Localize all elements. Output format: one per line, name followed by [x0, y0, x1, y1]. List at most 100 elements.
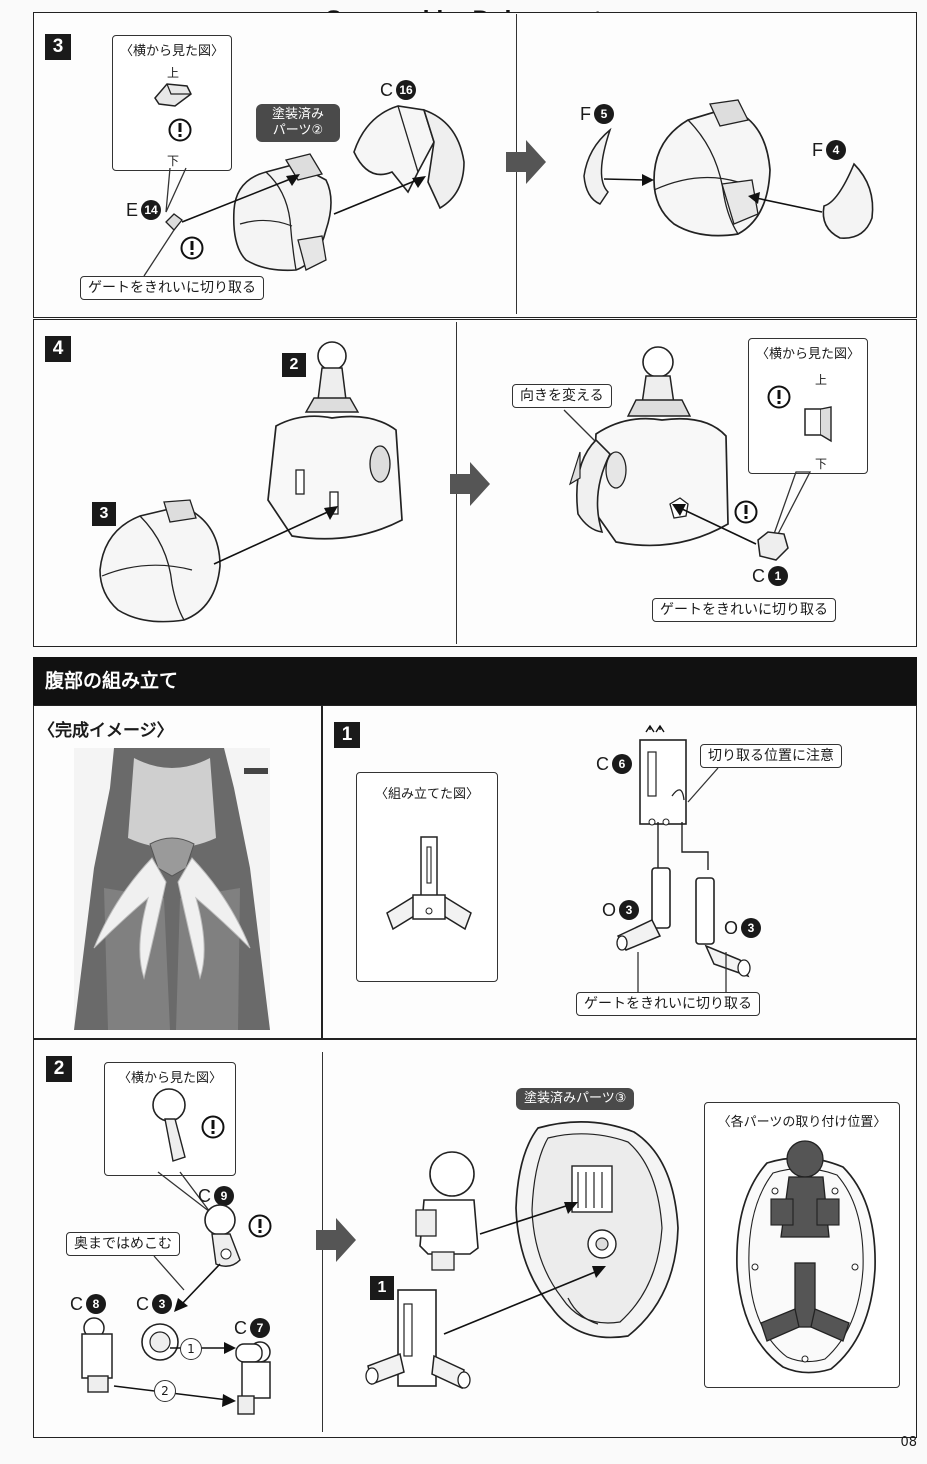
step3-side-part-icon: [154, 83, 192, 107]
abd1-part-c6: [639, 724, 687, 826]
step4-side-view-title: 〈横から見た図〉: [755, 347, 860, 362]
part-c7-letter: C: [234, 1318, 247, 1338]
abd2-insert-note: 奥まではめこむ: [66, 1232, 180, 1256]
abd2-part-c7: [235, 1341, 271, 1415]
step4-torso-part: [267, 341, 403, 540]
part-c1-num: 1: [768, 566, 788, 586]
abd2-order-1: 1: [180, 1338, 202, 1360]
part-c6-num: 6: [612, 754, 632, 774]
abd2-side-view-title: 〈横から見た図〉: [117, 1071, 222, 1086]
part-c7-num: 7: [250, 1318, 270, 1338]
caution-icon: [180, 236, 204, 260]
abd1-assembled-part: [386, 836, 472, 931]
abd2-upper-part: [415, 1151, 479, 1271]
abd1-cut-leader: [687, 767, 719, 803]
abd2-positions-box: 〈各パーツの取り付け位置〉: [704, 1102, 900, 1388]
caution-icon: [201, 1115, 225, 1139]
abd1-part-o3b: [695, 877, 751, 978]
step4-number: 4: [45, 336, 71, 362]
part-c8-letter: C: [70, 1294, 83, 1314]
part-o3b-letter: O: [724, 918, 739, 938]
step3-part-f4: [822, 162, 874, 239]
step3-arrow-c16: [333, 176, 426, 215]
part-c9-letter: C: [198, 1186, 211, 1206]
step4-up-label: 上: [815, 373, 828, 387]
abd1-number: 1: [334, 722, 360, 748]
abd2-sub-1: 1: [370, 1276, 394, 1300]
step3-callout-line: [165, 167, 187, 213]
abd2-part-c3: [141, 1323, 179, 1361]
abd2-lower-part: [365, 1289, 471, 1390]
abd1-cut-note: 切り取る位置に注意: [700, 744, 842, 768]
part-f5-num: 5: [594, 104, 614, 124]
part-c6-letter: C: [596, 754, 609, 774]
abd2-order-arrows: [113, 1342, 236, 1407]
part-o3a-letter: O: [602, 900, 617, 920]
abd2-skirt-part: [515, 1121, 679, 1339]
part-c3-num: 3: [152, 1294, 172, 1314]
part-c9-num: 9: [214, 1186, 234, 1206]
part-e14-num: 14: [141, 200, 162, 220]
abd2-order-2: 2: [154, 1380, 176, 1402]
part-f4-num: 4: [826, 140, 846, 160]
abd2-side-part-icon: [152, 1088, 186, 1162]
step4-side-part-icon: [804, 406, 832, 443]
step4-torso-assembled: [568, 346, 729, 547]
abd2-part-c9: [204, 1204, 241, 1267]
step4-sub-3: 3: [92, 502, 116, 526]
abd1-assembled-title: 〈組み立てた図〉: [374, 787, 479, 802]
step3-down-label: 下: [167, 154, 180, 168]
abd2-painted-parts-tag: 塗装済みパーツ③: [516, 1088, 635, 1110]
section-title-bar: 腹部の組み立て: [33, 657, 917, 705]
caution-icon: [767, 385, 791, 409]
step3-part-c16: [353, 105, 465, 210]
step4-gate-note: ゲートをきれいに切り取る: [652, 598, 836, 622]
caution-icon: [168, 118, 192, 142]
part-o3b-num: 3: [741, 918, 762, 938]
part-c16-letter: C: [380, 80, 393, 100]
part-c16-num: 16: [396, 80, 416, 100]
abd2-arrow-c9-c3: [174, 1263, 221, 1312]
step4-sub-2: 2: [282, 353, 306, 377]
step3-number: 3: [45, 34, 71, 60]
abd1-connector-lines: [657, 822, 709, 870]
step3-side-view-title: 〈横から見た図〉: [119, 44, 224, 59]
step3-painted-parts-tag: 塗装済み パーツ②: [256, 104, 340, 142]
caution-icon: [248, 1214, 272, 1238]
step4-callout-line: [773, 471, 812, 535]
step4-arrow-3: [213, 506, 338, 565]
part-e14-letter: E: [126, 200, 139, 220]
step4-down-label: 下: [815, 457, 828, 471]
step4-headgear-part: [99, 499, 221, 623]
step3-up-label: 上: [167, 66, 180, 80]
part-c1-letter: C: [752, 566, 765, 586]
step3-gate-leader: [143, 229, 175, 277]
abd2-positions-diagram: [736, 1140, 876, 1374]
abd1-gate-note: ゲートをきれいに切り取る: [576, 992, 760, 1016]
step-arrow-icon: [316, 1218, 356, 1262]
complete-image-label: 〈完成イメージ〉: [38, 721, 174, 741]
part-c8-num: 8: [86, 1294, 106, 1314]
step3-part-f5: [583, 127, 612, 205]
abd1-gate-leaders: [637, 952, 727, 992]
step4-arrow-c1: [672, 504, 757, 545]
part-f5-letter: F: [580, 104, 591, 124]
step3-gate-note: ゲートをきれいに切り取る: [80, 276, 264, 300]
step-arrow-icon: [450, 462, 490, 506]
step3-arrow-f4: [748, 192, 823, 213]
abd2-arrow-lower: [443, 1266, 606, 1335]
step4-part-c1: [757, 531, 789, 561]
abd1-part-o3a: [616, 867, 671, 951]
abd2-positions-title: 〈各パーツの取り付け位置〉: [717, 1115, 887, 1130]
part-c3-letter: C: [136, 1294, 149, 1314]
abd2-number: 2: [46, 1056, 72, 1082]
